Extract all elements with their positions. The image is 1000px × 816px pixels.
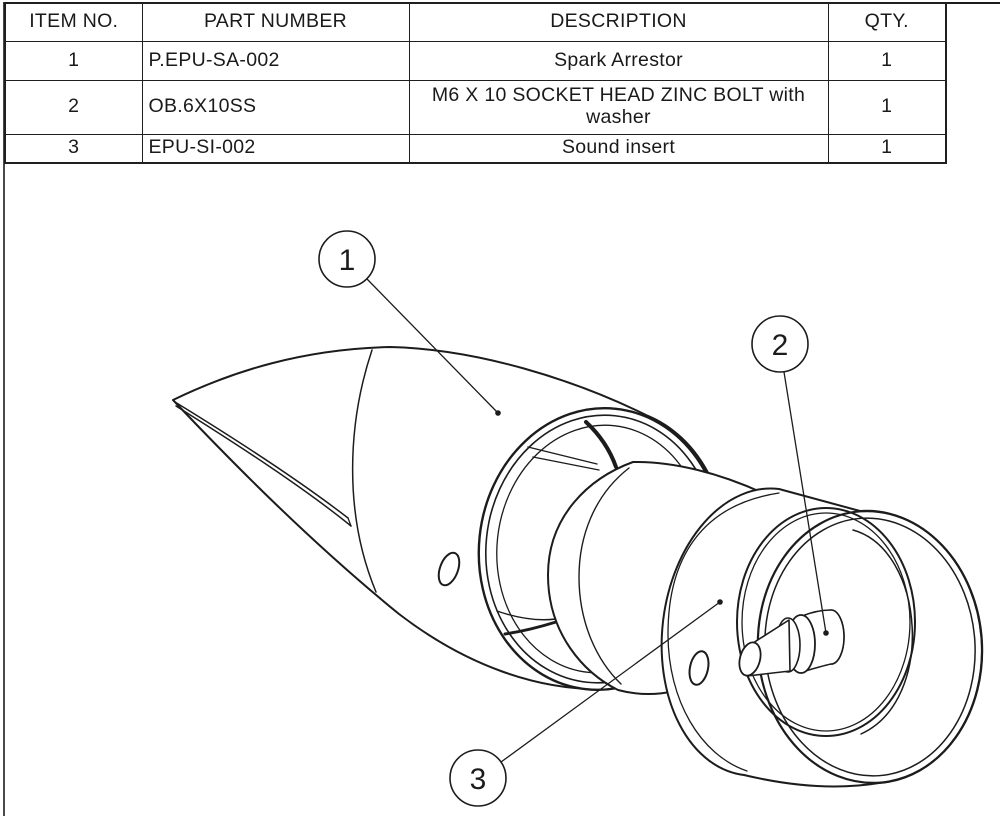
vane-edge bbox=[527, 446, 598, 465]
cone-seam-end bbox=[347, 517, 352, 527]
bolt-part bbox=[738, 609, 845, 677]
bom-cell-part-number: OB.6X10SS bbox=[141, 79, 410, 135]
bom-cell-qty: 1 bbox=[827, 79, 947, 135]
bolt-shaft-end bbox=[738, 641, 762, 677]
cone-seam-line bbox=[174, 401, 349, 519]
leader-line-2 bbox=[783, 371, 827, 634]
bom-cell-qty: 1 bbox=[827, 133, 947, 164]
bom-cell-description: M6 X 10 SOCKET HEAD ZINC BOLT with washe… bbox=[408, 79, 829, 135]
balloon-1: 1 bbox=[318, 230, 376, 288]
bom-cell-item-no: 3 bbox=[4, 133, 143, 164]
leader-line-1 bbox=[366, 278, 499, 414]
bom-row-2: 2 OB.6X10SS M6 X 10 SOCKET HEAD ZINC BOL… bbox=[4, 79, 947, 135]
bom-cell-part-number: EPU-SI-002 bbox=[141, 133, 410, 164]
face-lip-outer-ring bbox=[736, 507, 916, 737]
balloon-2-label: 2 bbox=[772, 329, 789, 362]
bom-row-1: 1 P.EPU-SA-002 Spark Arrestor 1 bbox=[4, 40, 947, 81]
bom-cell-item-no: 1 bbox=[4, 40, 143, 81]
annotations: 1 2 3 bbox=[318, 230, 829, 807]
cone-seam-line bbox=[175, 405, 352, 527]
bom-header-row: ITEM NO. PART NUMBER DESCRIPTION QTY. bbox=[4, 2, 947, 42]
bom-cell-qty: 1 bbox=[827, 40, 947, 81]
cone-silhouette-arc bbox=[351, 349, 377, 593]
balloon-1-circle bbox=[318, 230, 376, 288]
bom-header-qty: QTY. bbox=[827, 2, 947, 42]
balloon-3: 3 bbox=[449, 749, 507, 807]
face-hole bbox=[688, 650, 710, 686]
balloon-1-label: 1 bbox=[339, 244, 356, 277]
bom-header-part-number: PART NUMBER bbox=[141, 2, 410, 42]
bom-header-description: DESCRIPTION bbox=[408, 2, 829, 42]
leader-line-3 bbox=[500, 601, 721, 763]
bom-cell-item-no: 2 bbox=[4, 79, 143, 135]
bom-row-3: 3 EPU-SI-002 Sound insert 1 bbox=[4, 133, 947, 164]
disc-edge-inner-line bbox=[667, 492, 780, 772]
vane-edge bbox=[503, 620, 558, 636]
vane-edge bbox=[532, 456, 600, 471]
bom-cell-description: Spark Arrestor bbox=[408, 40, 829, 81]
insert-tube-front-rim bbox=[578, 467, 630, 685]
can-bore-wall-arc bbox=[852, 529, 913, 735]
bom-table: ITEM NO. PART NUMBER DESCRIPTION QTY. 1 … bbox=[4, 2, 947, 164]
leader-dot-3 bbox=[717, 599, 723, 605]
bom-cell-part-number: P.EPU-SA-002 bbox=[141, 40, 410, 81]
cone-side-hole bbox=[437, 551, 461, 587]
bom-cell-description: Sound insert bbox=[408, 133, 829, 164]
vane-edge bbox=[496, 610, 557, 621]
balloon-2: 2 bbox=[751, 315, 809, 373]
leader-dot-2 bbox=[823, 630, 829, 636]
balloon-3-circle bbox=[449, 749, 507, 807]
bom-header-item-no: ITEM NO. bbox=[4, 2, 143, 42]
vane-edge bbox=[584, 420, 618, 469]
leader-dot-1 bbox=[495, 410, 501, 416]
balloon-2-circle bbox=[751, 315, 809, 373]
face-lip-inner-ring bbox=[741, 512, 911, 732]
balloon-3-label: 3 bbox=[470, 763, 487, 796]
